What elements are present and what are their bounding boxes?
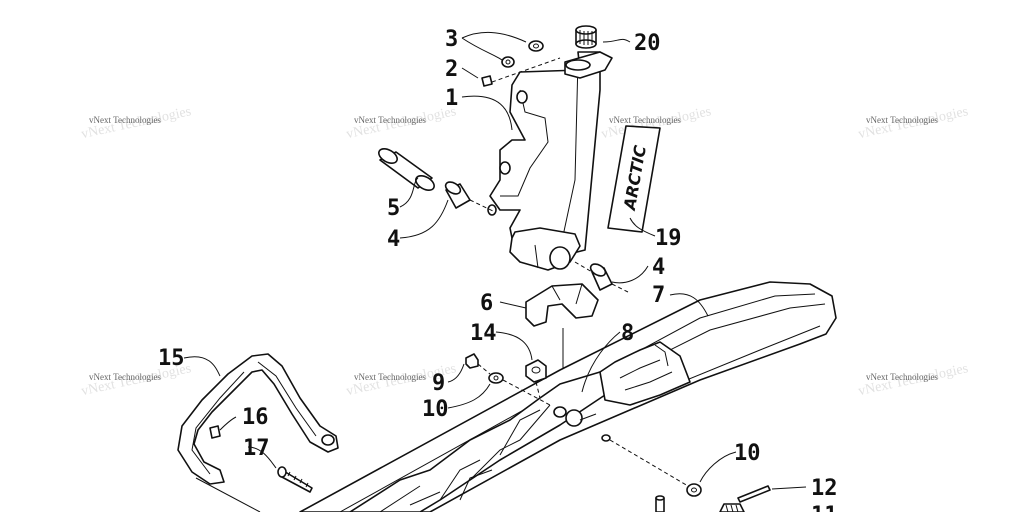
svg-text:vNext Technologies: vNext Technologies [89, 372, 161, 382]
callout-12: 12 [811, 476, 838, 501]
callout-4: 4 [652, 255, 665, 280]
nut [465, 353, 479, 369]
callout-17: 17 [243, 436, 270, 461]
callout-labels: 3 2 1 20 5 4 19 4 7 6 14 8 15 9 10 16 17… [158, 27, 838, 512]
callout-2: 2 [445, 57, 458, 82]
cotter-pin [737, 485, 771, 503]
callout-19: 19 [655, 226, 682, 251]
ski-handle [177, 353, 339, 485]
bushing [589, 263, 613, 291]
svg-text:vNext Technologies: vNext Technologies [354, 372, 426, 382]
screw [277, 466, 313, 493]
svg-text:vNext Technologies: vNext Technologies [89, 115, 161, 125]
decal: ARCTIC [607, 125, 661, 233]
leader-lines [183, 31, 807, 490]
svg-text:vNext Technologies: vNext Technologies [354, 115, 426, 125]
stop-block [525, 283, 599, 327]
callout-4: 4 [387, 227, 400, 252]
callout-6: 6 [480, 291, 493, 316]
watermark: vNext Technologies vNext Technologies [857, 104, 970, 142]
callout-9: 9 [432, 371, 445, 396]
grease-fitting [481, 75, 493, 87]
nut [525, 359, 547, 383]
washer [528, 40, 544, 52]
callout-10: 10 [734, 441, 761, 466]
knob [575, 25, 597, 49]
watermark: vNext Technologies vNext Technologies [857, 361, 970, 399]
bushing [444, 181, 471, 209]
callout-10: 10 [422, 397, 449, 422]
callout-7: 7 [652, 283, 665, 308]
callout-3: 3 [445, 27, 458, 52]
washer [686, 483, 702, 497]
watermark: vNext Technologies vNext Technologies [80, 104, 193, 142]
clip [209, 425, 221, 439]
callout-16: 16 [242, 405, 269, 430]
callout-20: 20 [634, 31, 661, 56]
svg-text:vNext Technologies: vNext Technologies [866, 115, 938, 125]
callout-11: 11 [811, 503, 838, 512]
watermark: vNext Technologies vNext Technologies [345, 104, 458, 142]
svg-text:vNext Technologies: vNext Technologies [866, 372, 938, 382]
callout-1: 1 [445, 86, 458, 111]
callout-8: 8 [621, 321, 634, 346]
ski [299, 281, 837, 512]
spring [719, 503, 745, 512]
callout-5: 5 [387, 196, 400, 221]
callout-15: 15 [158, 346, 185, 371]
pin [378, 147, 435, 192]
washer [488, 372, 504, 384]
ski-bolt-assembly [553, 406, 597, 427]
spindle [487, 51, 613, 271]
svg-text:vNext Technologies: vNext Technologies [609, 115, 681, 125]
washer [501, 56, 515, 68]
callout-14: 14 [470, 321, 497, 346]
